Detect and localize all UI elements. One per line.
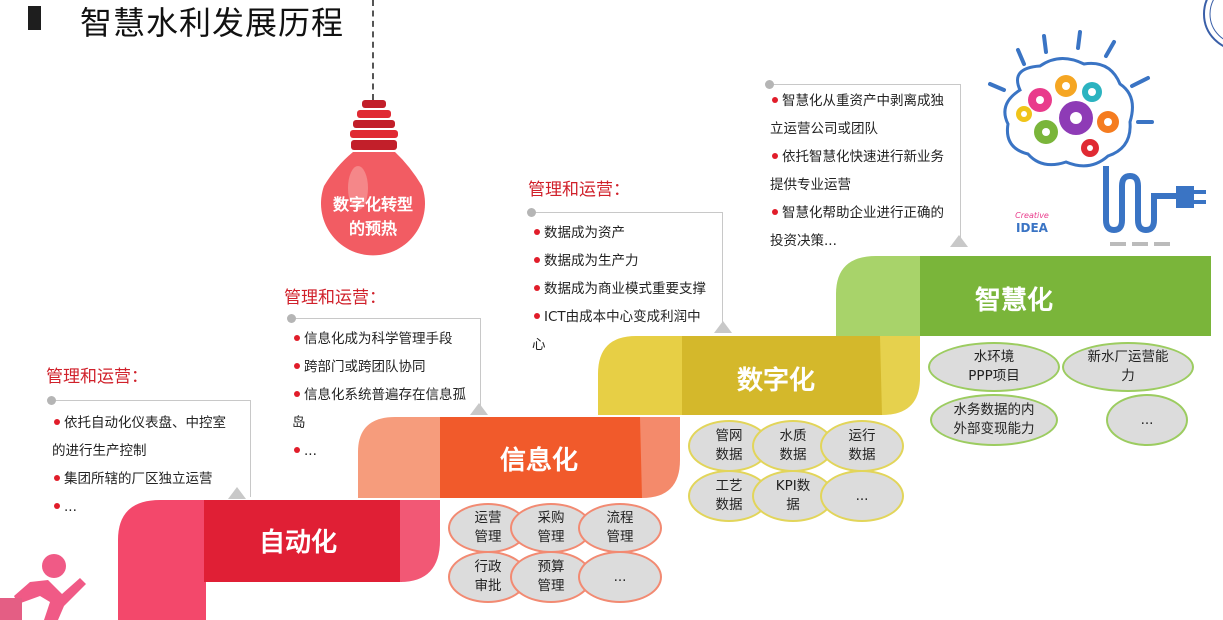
stair-digital-right	[880, 336, 920, 415]
stage-label-info: 信息化	[499, 446, 578, 476]
oval-info-3: 流程管理	[578, 503, 662, 553]
stair-info-left	[358, 417, 442, 498]
running-man-icon	[0, 554, 86, 620]
stair-auto-left	[118, 500, 206, 620]
stair-smart-main	[920, 256, 1211, 336]
oval-info-1: 运营管理	[448, 503, 528, 553]
list-item: 信息化成为科学管理手段	[292, 325, 480, 353]
stair-smart-left	[836, 256, 922, 336]
oval-smart-3: 水务数据的内外部变现能力	[930, 394, 1058, 446]
list-item: 智慧化从重资产中剥离成独	[770, 87, 960, 115]
oval-digital-2: 水质数据	[752, 420, 834, 472]
mgmt-box-auto: 依托自动化仪表盘、中控室 的进行生产控制 集团所辖的厂区独立运营 ...	[47, 396, 251, 515]
mgmt-label-digital: 管理和运营：	[528, 180, 630, 200]
stair-digital-main	[682, 336, 882, 415]
stair-info-main	[440, 417, 642, 498]
stair-info-right	[640, 417, 680, 498]
list-item: 智慧化帮助企业进行正确的	[770, 199, 960, 227]
bulb-line-2: 的预热	[348, 219, 397, 238]
oval-digital-5: KPI数据	[752, 470, 834, 522]
list-item-continued: 的进行生产控制	[52, 443, 147, 459]
list-item-continued: 投资决策...	[770, 233, 837, 249]
seal-icon	[1203, 0, 1223, 47]
list-item: ICT由成本中心变成利润中	[532, 303, 722, 331]
bulb-text: 数字化转型 的预热	[316, 193, 430, 241]
stair-digital-left	[598, 336, 684, 415]
stage-label-digital: 数字化	[736, 366, 815, 396]
mgmt-box-info: 信息化成为科学管理手段 跨部门或跨团队协同 信息化系统普遍存在信息孤 岛 ...	[287, 314, 488, 459]
creative-idea-logo: Creative IDEA	[1015, 211, 1049, 235]
list-item: 数据成为商业模式重要支撑	[532, 275, 722, 303]
stair-auto-main	[204, 500, 402, 582]
list-item-continued: 提供专业运营	[770, 177, 851, 193]
bulb-line-1: 数字化转型	[332, 195, 413, 214]
oval-info-2: 采购管理	[510, 503, 592, 553]
list-item: 数据成为资产	[532, 219, 722, 247]
list-item: 集团所辖的厂区独立运营	[52, 465, 250, 493]
oval-info-6: ...	[578, 551, 662, 603]
oval-digital-3: 运行数据	[820, 420, 904, 472]
oval-smart-4: ...	[1106, 394, 1188, 446]
oval-digital-6: ...	[820, 470, 904, 522]
mgmt-label-auto: 管理和运营：	[46, 367, 148, 387]
mgmt-box-smart: 智慧化从重资产中剥离成独 立运营公司或团队 依托智慧化快速进行新业务 提供专业运…	[765, 80, 968, 249]
list-item: 信息化系统普遍存在信息孤	[292, 381, 480, 409]
bulb-cord	[372, 0, 374, 100]
list-item: 依托自动化仪表盘、中控室	[52, 409, 250, 437]
creative-brain-icon	[988, 30, 1206, 246]
list-item-continued: 岛	[292, 415, 306, 431]
oval-smart-2: 新水厂运营能力	[1062, 342, 1194, 392]
list-item: ...	[292, 437, 480, 465]
list-item: 依托智慧化快速进行新业务	[770, 143, 960, 171]
mgmt-box-digital: 数据成为资产 数据成为生产力 数据成为商业模式重要支撑 ICT由成本中心变成利润…	[527, 208, 732, 353]
list-item: 跨部门或跨团队协同	[292, 353, 480, 381]
title-marker	[28, 6, 41, 30]
stair-auto-right	[400, 500, 440, 582]
lightbulb-icon	[321, 100, 425, 256]
list-item-continued: 立运营公司或团队	[770, 121, 878, 137]
page-title: 智慧水利发展历程	[80, 4, 345, 42]
list-item-continued: 心	[532, 337, 546, 353]
stage-label-auto: 自动化	[258, 528, 337, 558]
mgmt-label-info: 管理和运营：	[284, 288, 386, 308]
stage-label-smart: 智慧化	[974, 286, 1053, 316]
list-item: ...	[52, 493, 250, 521]
list-item: 数据成为生产力	[532, 247, 722, 275]
